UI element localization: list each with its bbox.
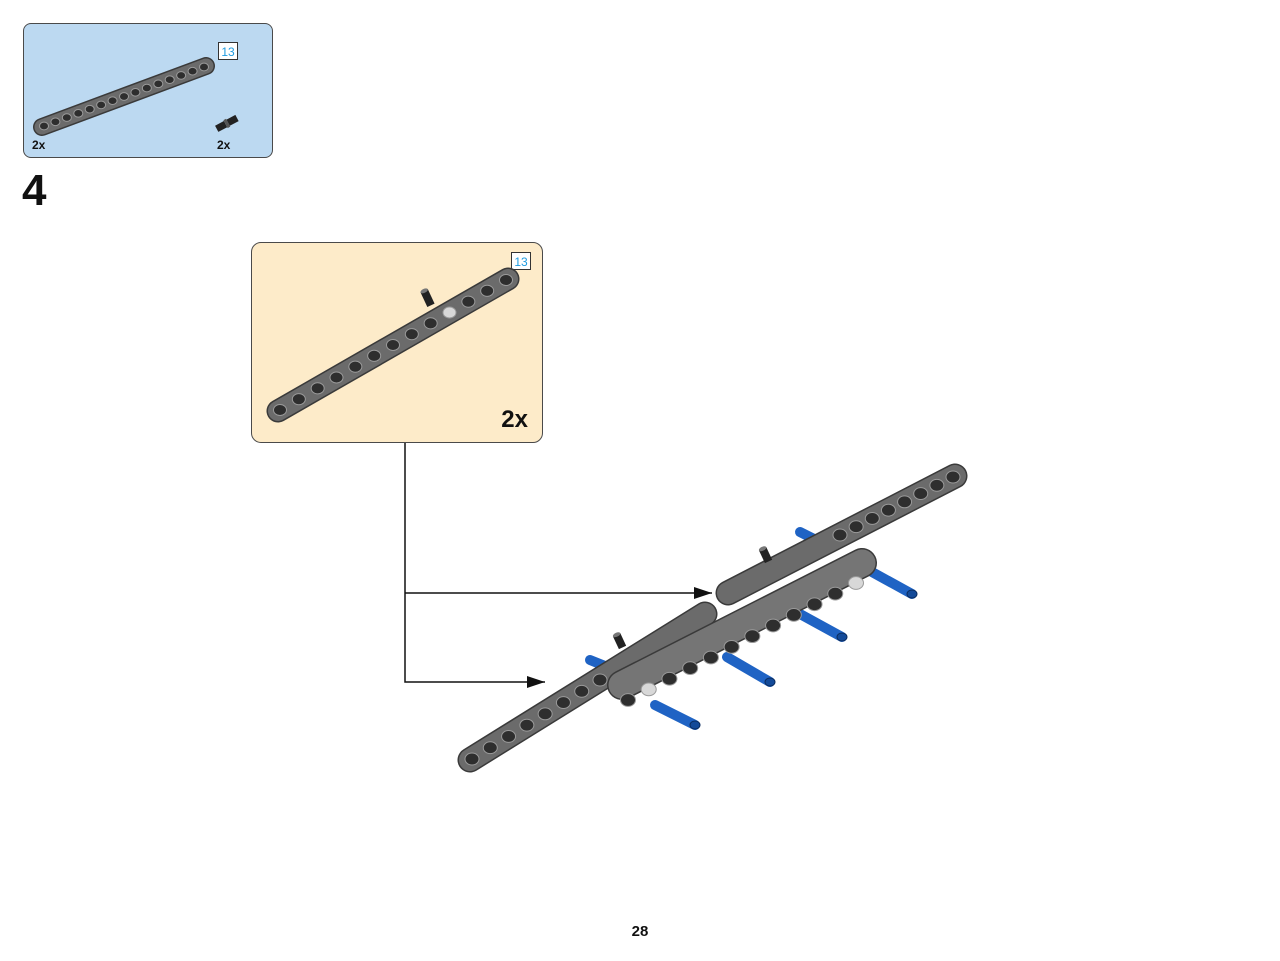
- beam-hole: [702, 650, 719, 665]
- beam-hole: [176, 71, 187, 80]
- subassembly-illustration: [266, 267, 520, 423]
- parts-list-box: 13 2x 2x: [23, 23, 273, 158]
- beam-hole: [806, 597, 823, 612]
- blue-pin: [722, 652, 775, 687]
- beam-hole: [537, 707, 553, 721]
- beam-hole: [386, 338, 400, 352]
- beam-hole: [929, 478, 945, 492]
- beam-hole: [848, 520, 864, 534]
- blue-pin-end: [689, 720, 701, 730]
- pin-connector-icon: [215, 114, 239, 132]
- beam-hole: [592, 673, 608, 687]
- blue-pin-end: [836, 632, 848, 642]
- beam-hole: [119, 92, 129, 101]
- beam-hole: [848, 576, 864, 590]
- beam-hole: [404, 328, 419, 341]
- page-number: 28: [631, 923, 649, 940]
- beam-hole: [461, 295, 476, 308]
- callout-arrows: [404, 443, 712, 688]
- subassembly-callout: 13 2x: [251, 242, 543, 443]
- beam-hole: [348, 360, 363, 373]
- beam-hole: [744, 629, 761, 644]
- beam-hole: [329, 371, 344, 384]
- beam-hole: [682, 661, 699, 675]
- beam-hole: [880, 503, 896, 517]
- parts-illustration: [33, 57, 239, 136]
- beam-hole: [827, 586, 844, 601]
- beam-hole: [61, 113, 72, 122]
- beam-hole: [310, 382, 325, 395]
- beam-hole: [141, 83, 152, 93]
- beam-hole: [153, 79, 164, 89]
- beam-hole: [50, 117, 61, 127]
- pin-quantity: 2x: [217, 138, 231, 152]
- beam-hole: [661, 671, 678, 686]
- upper-beam: [715, 463, 968, 606]
- gray-beam-icon: [266, 267, 520, 423]
- beam-hole: [620, 693, 636, 707]
- beam-hole: [897, 495, 913, 509]
- beam-hole: [574, 684, 590, 698]
- beam-hole: [765, 618, 782, 633]
- blue-pin-end: [764, 677, 776, 687]
- lower-beam: [457, 601, 718, 773]
- beam-length-badge: 13: [218, 42, 238, 60]
- beam-hole: [945, 470, 961, 484]
- beam-hole: [640, 682, 657, 697]
- beam-hole: [499, 273, 513, 287]
- beam-hole: [84, 104, 95, 114]
- beam-hole: [39, 121, 49, 131]
- beam-quantity: 2x: [32, 138, 46, 152]
- beam-hole: [519, 718, 535, 732]
- beam-hole: [723, 639, 740, 654]
- beam-hole: [501, 729, 517, 743]
- beam-hole: [480, 284, 495, 297]
- beam-hole: [482, 741, 498, 755]
- blue-pin-end: [906, 589, 918, 599]
- beam-hole: [107, 96, 118, 106]
- beam-hole: [73, 109, 84, 118]
- beam-hole: [199, 62, 209, 72]
- subassembly-length-badge: 13: [511, 252, 531, 270]
- beam-hole: [291, 393, 306, 406]
- beam-hole: [164, 75, 175, 84]
- beam-hole: [130, 87, 141, 97]
- beam-hole: [367, 349, 382, 362]
- beam-hole: [464, 752, 480, 766]
- beam-hole: [96, 100, 107, 110]
- blue-pin: [650, 700, 700, 730]
- blue-pin: [867, 567, 917, 599]
- pin-connector-icon: [420, 288, 435, 308]
- middle-beam: [607, 548, 877, 707]
- beam-hole: [273, 403, 287, 417]
- beam-hole: [423, 317, 438, 330]
- gray-beam-icon: [33, 57, 215, 136]
- black-pins: [612, 546, 773, 650]
- beam-hole: [442, 306, 457, 319]
- beam-hole: [864, 511, 880, 525]
- beam-hole: [913, 487, 929, 501]
- beam-hole: [187, 66, 198, 76]
- beam-hole: [555, 696, 571, 710]
- subassembly-quantity: 2x: [501, 406, 528, 433]
- beam-hole: [785, 608, 802, 622]
- beam-hole: [832, 528, 848, 542]
- blue-pin: [795, 609, 847, 642]
- step-number: 4: [22, 166, 47, 215]
